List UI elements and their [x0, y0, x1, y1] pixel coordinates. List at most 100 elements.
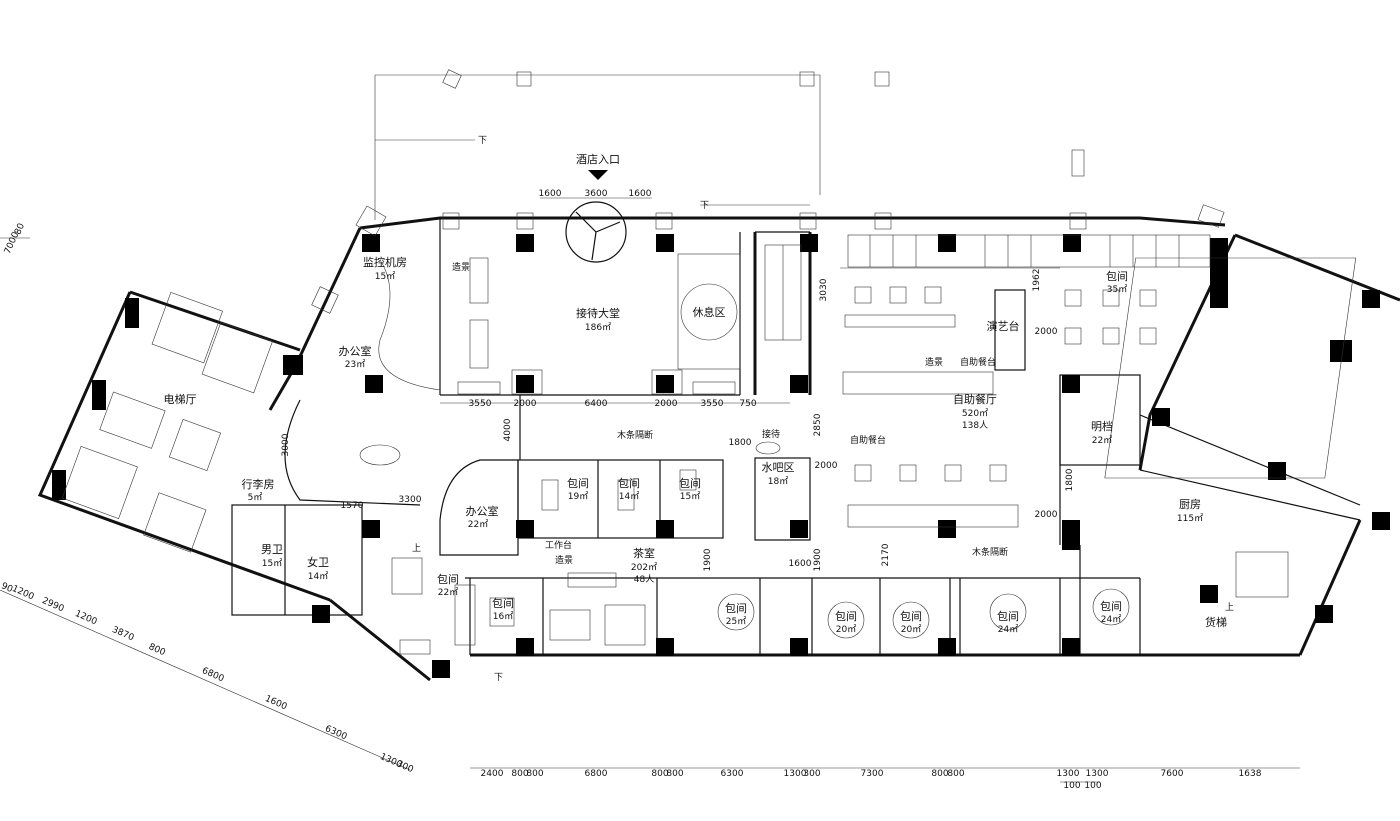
dim-bottom-6: 800	[666, 769, 683, 779]
dim-vert-9: 2170	[881, 543, 891, 566]
dim-mid-1: 1570	[341, 501, 364, 511]
room-pr16-name: 包间	[492, 597, 514, 610]
dim-mid-5: 2000	[815, 461, 838, 471]
elevators	[99, 292, 273, 553]
room-tea-people: 48人	[634, 574, 654, 585]
room-show-kitchen-area: 22㎡	[1092, 435, 1112, 446]
dim-left-3: 2990	[40, 596, 65, 615]
room-elevator-hall-name: 电梯厅	[164, 393, 197, 406]
dim-lobby-2: 2000	[514, 399, 537, 409]
dim-lobby-1: 3550	[469, 399, 492, 409]
room-lobby-name: 接待大堂	[576, 306, 620, 320]
room-pr24a-name: 包间	[997, 610, 1019, 623]
dim-vert-6: 1800	[1065, 468, 1075, 491]
room-pr24b-area: 24㎡	[1101, 614, 1121, 625]
dim-left-2: 1200	[10, 584, 35, 603]
dim-bottom-5: 800	[651, 769, 668, 779]
room-tea-area: 202㎡	[631, 562, 657, 573]
room-pr14-name: 包间	[618, 477, 640, 490]
dim-lobby-4: 2000	[655, 399, 678, 409]
dim-bottom-10: 7300	[861, 769, 884, 779]
room-water-bar-name: 水吧区	[762, 461, 795, 474]
dim-bottom-17: 7600	[1161, 769, 1184, 779]
dimension-texts: 1600 3600 1600 3550 2000 6400 2000 3550 …	[0, 189, 1262, 791]
dim-mid-7: 2000	[1035, 510, 1058, 520]
room-monitor-name: 监控机房	[363, 255, 407, 269]
dim-bottom-18: 1638	[1239, 769, 1262, 779]
dim-bottom-4: 6800	[585, 769, 608, 779]
room-pr14-area: 14㎡	[619, 491, 639, 502]
stairs	[61, 244, 1357, 598]
room-lobby-area: 186㎡	[585, 322, 611, 333]
room-pr19-name: 包间	[567, 477, 589, 490]
reception-label: 接待	[762, 428, 780, 440]
dim-vert-5: 1962	[1032, 269, 1042, 292]
room-labels: 酒店入口 监控机房 15㎡ 办公室 23㎡ 接待大堂 186㎡ 休息区 电梯厅 …	[164, 152, 1228, 635]
room-office-left-area: 23㎡	[345, 359, 365, 370]
feature-label-1: 造景	[452, 261, 470, 273]
room-pr20b-name: 包间	[900, 610, 922, 623]
dim-bottom-12: 800	[947, 769, 964, 779]
stairs-down-label-1: 下	[478, 136, 487, 146]
window-frames	[311, 69, 1225, 314]
feature-label-3: 造景	[555, 554, 573, 566]
dim-vert-2: 3000	[281, 433, 291, 456]
dim-vert-8: 1900	[813, 548, 823, 571]
stage-label: 演艺台	[987, 319, 1020, 333]
dim-vert-4: 3030	[819, 278, 829, 301]
interior-walls	[231, 231, 1361, 655]
outer-walls	[37, 74, 1400, 682]
workstation-label: 工作台	[545, 539, 572, 551]
room-monitor-area: 15㎡	[375, 271, 395, 282]
dim-top-3: 1600	[629, 189, 652, 199]
wood-partition-label-2: 木条隔断	[972, 546, 1008, 558]
room-men-wc-area: 15㎡	[262, 558, 282, 569]
dim-left-top-2: 80	[13, 222, 27, 237]
room-pr20a-area: 20㎡	[836, 624, 856, 635]
room-women-wc-area: 14㎡	[308, 571, 328, 582]
room-office-mid-name: 办公室	[466, 504, 499, 518]
tea-furniture	[359, 441, 1130, 646]
feature-label-2: 造景	[925, 356, 943, 368]
dim-left-4: 1200	[73, 609, 98, 628]
room-buffet-name: 自助餐厅	[953, 392, 997, 406]
room-pr25-area: 25㎡	[726, 616, 746, 627]
room-office-left-name: 办公室	[339, 344, 372, 358]
room-kitchen-area: 115㎡	[1177, 513, 1203, 524]
room-pr24b-name: 包间	[1100, 600, 1122, 613]
dim-lobby-3: 6400	[585, 399, 608, 409]
room-pr25-name: 包间	[725, 602, 747, 615]
stairs-down-label-2: 下	[700, 201, 709, 211]
dim-left-1: 90	[0, 581, 14, 595]
dim-bottom-8: 1300	[784, 769, 807, 779]
dim-bottom-15: 1300	[1086, 769, 1109, 779]
room-pr22-name: 包间	[437, 573, 459, 586]
dim-vert-7: 1900	[703, 548, 713, 571]
entrance-label: 酒店入口	[576, 152, 620, 166]
room-tea-name: 茶室	[633, 546, 655, 560]
dim-left-9: 6300	[323, 724, 348, 743]
dim-bottom-11: 800	[931, 769, 948, 779]
room-men-wc-name: 男卫	[261, 543, 283, 556]
dim-bottom-7: 6300	[721, 769, 744, 779]
room-pr15-area: 15㎡	[680, 491, 700, 502]
dim-vert-1: 4000	[503, 418, 513, 441]
room-luggage-name: 行李房	[242, 477, 275, 491]
dim-mid-3: 1800	[729, 438, 752, 448]
stairs-up-label-2: 上	[1225, 602, 1234, 613]
revolving-door[interactable]	[565, 201, 627, 263]
buffet-counter-label-1: 自助餐台	[960, 356, 996, 368]
dim-bottom-16: 100	[1084, 781, 1101, 791]
dim-left-11: 300	[395, 759, 415, 775]
dim-left-5: 3870	[110, 625, 135, 644]
dining-tables	[844, 286, 1157, 528]
dim-vert-3: 2850	[813, 413, 823, 436]
room-lounge-name: 休息区	[693, 305, 726, 319]
freight-elevator-label: 货梯	[1205, 615, 1227, 629]
dim-top-1: 1600	[539, 189, 562, 199]
room-pr20a-name: 包间	[835, 610, 857, 623]
dimension-lines	[0, 197, 1300, 783]
dim-top-2: 3600	[585, 189, 608, 199]
stairs-up-label-1: 上	[412, 543, 421, 554]
dim-mid-6: 2000	[1035, 327, 1058, 337]
